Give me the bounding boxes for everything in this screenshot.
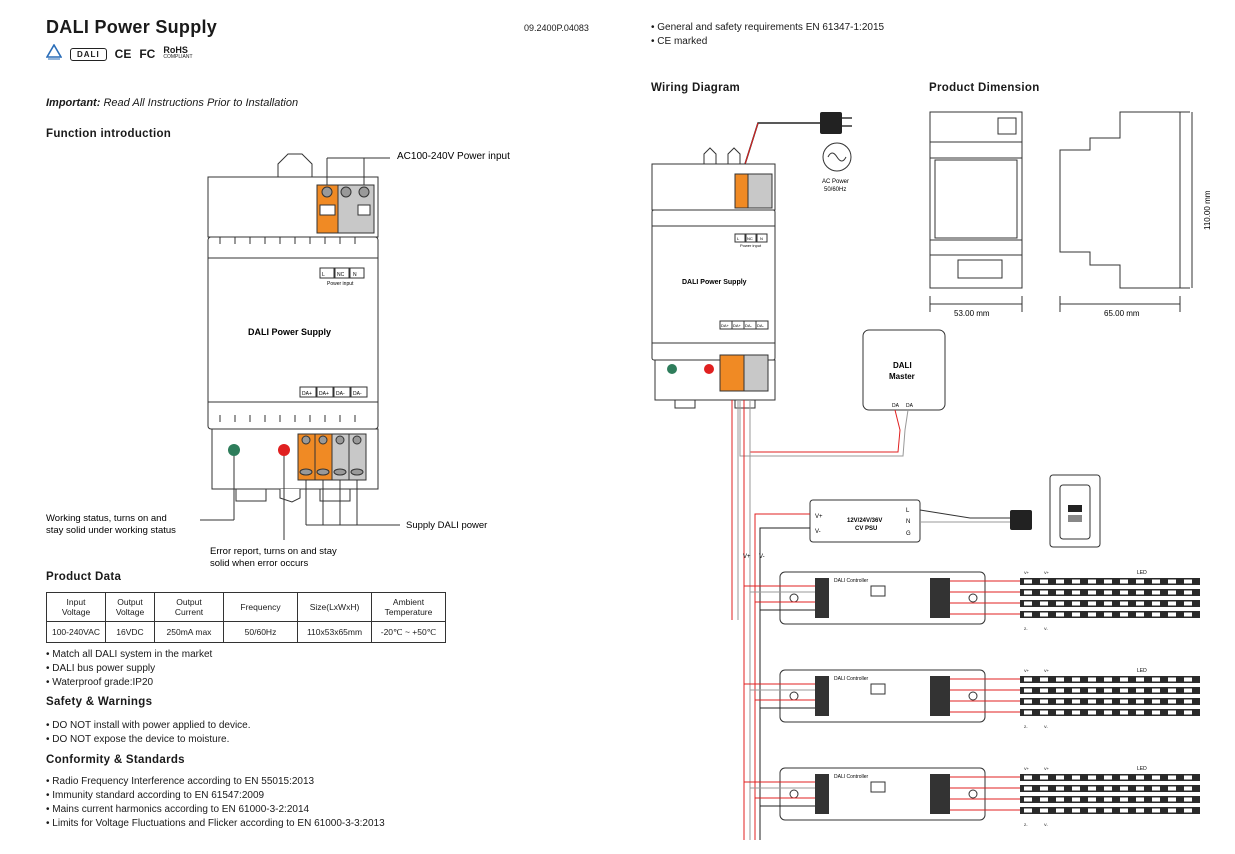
function-intro-heading: Function introduction xyxy=(46,128,172,140)
svg-text:V+: V+ xyxy=(1024,668,1030,673)
svg-text:DA-: DA- xyxy=(353,391,362,397)
svg-text:DA: DA xyxy=(892,403,900,409)
svg-text:DA-: DA- xyxy=(745,323,753,328)
svg-text:L: L xyxy=(737,236,740,241)
svg-text:solid when error occurs: solid when error occurs xyxy=(210,558,308,569)
product-data-heading: Product Data xyxy=(46,571,122,583)
svg-text:DA: DA xyxy=(906,403,914,409)
error-report-callout: Error report, turns on and stay xyxy=(210,546,337,557)
device-label: DALI Power Supply xyxy=(248,327,331,337)
page-title: DALI Power Supply xyxy=(46,17,218,37)
svg-text:V-: V- xyxy=(759,554,765,560)
svg-text:DALI: DALI xyxy=(893,361,912,370)
svg-text:DA-: DA- xyxy=(757,323,765,328)
svg-text:L: L xyxy=(322,272,325,278)
fcc-logo: FC xyxy=(139,47,156,61)
svg-text:V+: V+ xyxy=(815,514,823,520)
dali-controller xyxy=(779,669,986,723)
important-notice: Important: Read All Instructions Prior t… xyxy=(46,97,299,109)
svg-text:DA+: DA+ xyxy=(733,323,742,328)
svg-text:2-: 2- xyxy=(1024,822,1028,827)
svg-text:L: L xyxy=(906,508,910,514)
controller-label: DALI Controller xyxy=(834,774,869,780)
svg-text:12V/24V/36V: 12V/24V/36V xyxy=(847,518,882,524)
svg-text:50/60Hz: 50/60Hz xyxy=(824,187,846,193)
svg-text:CV PSU: CV PSU xyxy=(855,526,877,532)
svg-text:DA+: DA+ xyxy=(302,391,312,397)
conformity-heading: Conformity & Standards xyxy=(46,754,185,766)
svg-text:Power input: Power input xyxy=(327,281,354,287)
svg-text:V+: V+ xyxy=(1044,570,1050,575)
svg-text:stay solid under working statu: stay solid under working status xyxy=(46,525,176,536)
led-label: LED xyxy=(1137,668,1147,674)
svg-text:V+: V+ xyxy=(1024,570,1030,575)
svg-text:2-: 2- xyxy=(1024,724,1028,729)
svg-text:V+: V+ xyxy=(1044,766,1050,771)
safety-triangle-icon xyxy=(45,42,63,65)
svg-text:110.00 mm: 110.00 mm xyxy=(1203,190,1212,230)
dali-controller xyxy=(779,571,986,625)
led-label: LED xyxy=(1137,570,1147,576)
power-input-callout: AC100-240V Power input xyxy=(397,151,510,162)
supply-dali-callout: Supply DALI power xyxy=(406,520,487,531)
dimension-heading: Product Dimension xyxy=(929,82,1040,94)
conformity-list: • Radio Frequency Interference according… xyxy=(46,776,385,829)
feature-list: • Match all DALI system in the market• D… xyxy=(46,649,213,688)
svg-text:Power input: Power input xyxy=(740,243,762,248)
dali-controller xyxy=(779,767,986,821)
svg-text:V-: V- xyxy=(1044,626,1048,631)
conformity-list-continued: • General and safety requirements EN 613… xyxy=(651,22,885,47)
svg-text:NC: NC xyxy=(337,272,345,278)
svg-text:G: G xyxy=(906,531,911,537)
safety-heading: Safety & Warnings xyxy=(46,696,153,708)
controller-label: DALI Controller xyxy=(834,578,869,584)
svg-text:AC Power: AC Power xyxy=(822,179,849,185)
svg-text:V-: V- xyxy=(1044,724,1048,729)
ce-logo: CE xyxy=(114,47,132,61)
svg-text:DA+: DA+ xyxy=(319,391,329,397)
svg-text:V+: V+ xyxy=(1024,766,1030,771)
wiring-diagram: AC Power 50/60Hz L NC N Power input DALI P… xyxy=(651,112,1200,840)
led-label: LED xyxy=(1137,766,1147,772)
dali-logo: DALI xyxy=(70,47,107,61)
svg-text:2-: 2- xyxy=(1024,626,1028,631)
svg-text:N: N xyxy=(353,272,357,278)
svg-text:N: N xyxy=(760,236,763,241)
document-number: 09.2400P.04083 xyxy=(524,23,589,33)
svg-text:V-: V- xyxy=(815,529,821,535)
svg-text:53.00 mm: 53.00 mm xyxy=(954,309,990,318)
svg-text:V+: V+ xyxy=(743,554,751,560)
working-status-callout: Working status, turns on and xyxy=(46,513,167,524)
svg-text:65.00 mm: 65.00 mm xyxy=(1104,309,1140,318)
product-dimension: 53.00 mm 65.00 mm 110.00 mm xyxy=(929,111,1212,318)
svg-text:DA+: DA+ xyxy=(721,323,730,328)
svg-text:Master: Master xyxy=(889,372,915,381)
svg-text:DA-: DA- xyxy=(336,391,345,397)
svg-text:V+: V+ xyxy=(1044,668,1050,673)
svg-text:N: N xyxy=(906,519,910,525)
svg-text:DALI Power Supply: DALI Power Supply xyxy=(682,279,747,286)
controller-label: DALI Controller xyxy=(834,676,869,682)
svg-text:NC: NC xyxy=(747,236,753,241)
svg-text:V-: V- xyxy=(1044,822,1048,827)
safety-list: • DO NOT install with power applied to d… xyxy=(46,720,251,745)
wiring-heading: Wiring Diagram xyxy=(651,82,741,94)
